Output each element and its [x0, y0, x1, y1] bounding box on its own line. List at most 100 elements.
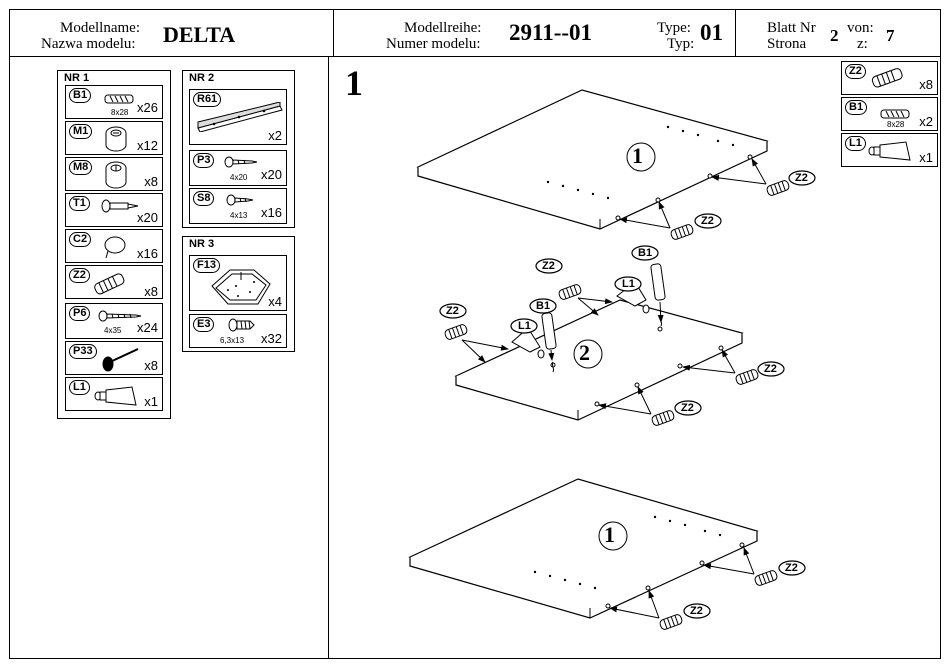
screw-icon	[228, 318, 255, 332]
part-r61: R61 x2	[189, 89, 287, 145]
sheet-label-pl: Strona	[767, 36, 807, 52]
part-code: B1	[845, 100, 868, 115]
model-name-label-de: Modellname:	[60, 20, 140, 36]
screw-icon	[224, 156, 258, 168]
part-p3: P3 4x20 x20	[189, 150, 287, 186]
step-part-z2: Z2 x8	[841, 61, 938, 95]
corner-plate-icon	[211, 269, 271, 305]
part-code: P3	[193, 153, 215, 168]
part-code: T1	[69, 196, 90, 211]
step-number: 1	[345, 63, 363, 103]
part-t1: T1 x20	[65, 193, 163, 227]
board-label-circle	[573, 339, 603, 369]
part-code: F13	[193, 258, 220, 273]
model-name: DELTA	[163, 22, 236, 47]
part-s8: S8 4x13 x16	[189, 188, 287, 224]
part-size: 6,3x13	[220, 336, 245, 345]
callout-z2: Z2	[795, 172, 808, 184]
group-3-label: NR 3	[189, 238, 215, 250]
callout-l1: L1	[518, 320, 531, 332]
part-size: 4x20	[230, 173, 248, 182]
part-code: M8	[69, 160, 93, 175]
part-size: 8x28	[887, 120, 905, 129]
of-number: 7	[886, 26, 895, 45]
part-code: C2	[69, 232, 92, 247]
series-number: 2911--01	[509, 20, 593, 45]
part-code: E3	[193, 317, 215, 332]
part-qty: x1	[919, 150, 933, 165]
part-p6: P6 4x35 x24	[65, 303, 163, 339]
part-qty: x8	[919, 77, 933, 92]
part-f13: F13 x4	[189, 255, 287, 311]
part-code: P33	[69, 344, 97, 359]
type-label-pl: Typ:	[667, 36, 695, 52]
drawer-runner-icon	[197, 102, 283, 132]
part-code: Z2	[69, 268, 90, 283]
part-code: L1	[845, 136, 866, 151]
part-code: B1	[69, 88, 92, 103]
part-code: S8	[193, 191, 215, 206]
board-bottom-label: 1	[604, 522, 615, 547]
callout-b1: B1	[638, 247, 653, 259]
part-qty: x20	[137, 210, 158, 225]
insert-arrows-middle	[443, 283, 760, 427]
connector-bolt-icon	[101, 199, 139, 213]
board-top	[416, 89, 769, 230]
callout-l1: L1	[622, 278, 635, 290]
screw-icon	[226, 194, 254, 206]
header-divider	[9, 56, 941, 57]
part-l1: L1 x1	[65, 377, 163, 411]
step-part-b1: B1 8x28 x2	[841, 97, 938, 131]
part-code: M1	[69, 124, 93, 139]
part-qty: x12	[137, 138, 158, 153]
cover-cap-icon	[104, 236, 126, 259]
nail-icon	[102, 348, 139, 372]
of-label-de: von:	[847, 20, 874, 36]
callout-z2: Z2	[681, 402, 694, 414]
part-code: P6	[69, 306, 91, 321]
part-qty: x2	[268, 128, 282, 143]
model-name-label-pl: Nazwa modelu:	[41, 36, 136, 52]
part-code: Z2	[845, 64, 866, 79]
type-number: 01	[700, 20, 723, 45]
part-qty: x20	[261, 167, 282, 182]
callout-z2: Z2	[764, 363, 777, 375]
part-qty: x8	[144, 358, 158, 373]
part-qty: x1	[144, 394, 158, 409]
part-b1: B1 8x28 x26	[65, 85, 163, 119]
part-code: L1	[69, 380, 90, 395]
group-2-label: NR 2	[189, 72, 215, 84]
series-label-de: Modellreihe:	[404, 20, 482, 36]
header-sep-2	[735, 9, 736, 56]
part-c2: C2 x16	[65, 229, 163, 263]
glue-tube-icon	[94, 386, 137, 406]
part-m8: M8 x8	[65, 157, 163, 191]
board-label-circle	[626, 142, 656, 172]
part-e3: E3 6,3x13 x32	[189, 314, 287, 348]
glue-tube-icon	[868, 141, 911, 161]
board-middle-label: 2	[579, 340, 590, 365]
dowel-icon	[104, 94, 134, 104]
callout-z2: Z2	[701, 215, 714, 227]
callout-b1: B1	[536, 300, 551, 312]
part-m1: M1 x12	[65, 121, 163, 155]
screw-icon	[98, 310, 142, 322]
callout-z2: Z2	[446, 305, 459, 317]
threaded-insert-icon	[94, 273, 125, 295]
part-qty: x2	[919, 114, 933, 129]
callout-z2: Z2	[690, 605, 703, 617]
part-size: 8x28	[111, 108, 129, 117]
part-p33: P33 x8	[65, 341, 163, 375]
part-qty: x24	[137, 320, 158, 335]
of-label-pl: z:	[857, 36, 868, 52]
cam-lock-icon	[105, 126, 127, 152]
dowel-icon	[880, 109, 910, 119]
callout-z2: Z2	[542, 260, 555, 272]
part-size: 4x35	[104, 326, 122, 335]
part-qty: x4	[268, 294, 282, 309]
part-size: 4x13	[230, 211, 248, 220]
type-label-de: Type:	[657, 20, 691, 36]
insert-arrows-bottom	[609, 547, 779, 631]
callout-z2: Z2	[785, 562, 798, 574]
series-label-pl: Numer modelu:	[386, 36, 481, 52]
